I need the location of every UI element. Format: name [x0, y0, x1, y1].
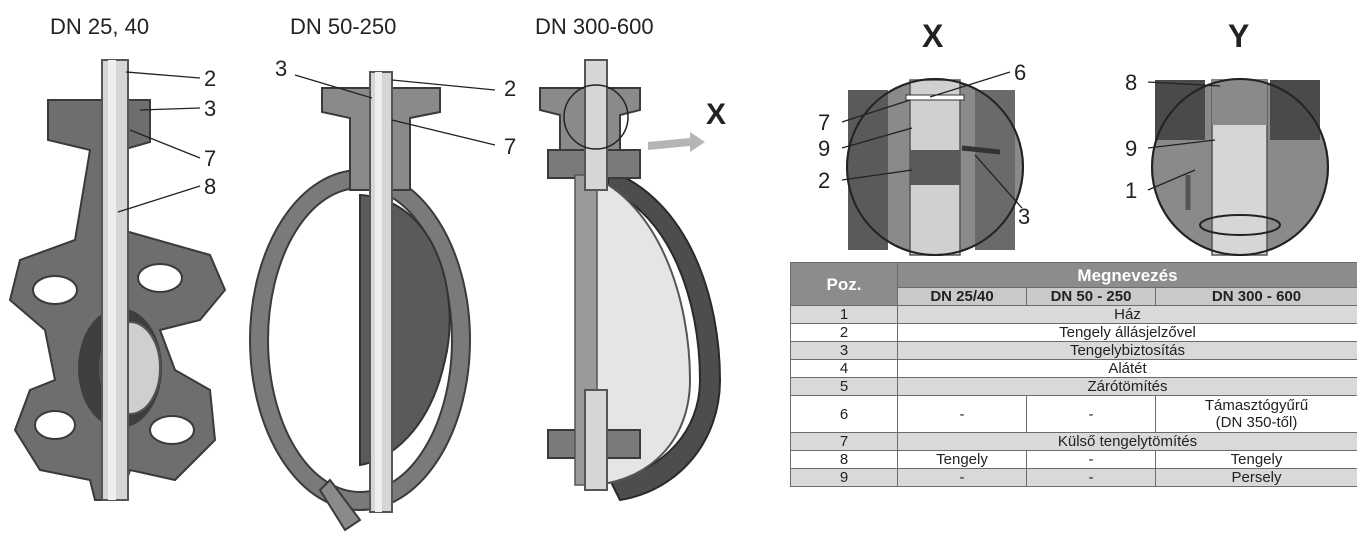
row-text: Tengelybiztosítás — [897, 341, 1357, 360]
row-pos: 9 — [790, 468, 898, 487]
callout-x-7: 7 — [818, 110, 831, 135]
row-pos: 3 — [790, 341, 898, 360]
row-pos: 8 — [790, 450, 898, 469]
table-row: 7 Külső tengelytömítés — [790, 432, 1357, 451]
row-text: Zárótömítés — [897, 377, 1357, 396]
detail-x-title: X — [922, 18, 944, 54]
row-text: Alátét — [897, 359, 1357, 378]
row-c1: - — [897, 395, 1027, 433]
row-pos: 1 — [790, 305, 898, 324]
row-pos: 6 — [790, 395, 898, 433]
row-c2: - — [1026, 450, 1156, 469]
table-row: 3 Tengelybiztosítás — [790, 341, 1357, 360]
callout-fig3-x: X — [706, 98, 727, 131]
valve-body-small — [8, 59, 227, 501]
callout-fig2-7: 7 — [504, 134, 517, 159]
callout-y-9: 9 — [1125, 136, 1138, 161]
row-c3: Persely — [1155, 468, 1357, 487]
row-pos: 5 — [790, 377, 898, 396]
row-c3-line2: (DN 350-től) — [1215, 414, 1298, 431]
header-pos: Poz. — [790, 262, 898, 306]
table-row: 6 - - Támasztógyűrű(DN 350-től) — [790, 395, 1357, 433]
callout-x-2: 2 — [818, 168, 831, 193]
table-row: 1 Ház — [790, 305, 1357, 324]
table-row: 5 Zárótömítés — [790, 377, 1357, 396]
row-c2: - — [1026, 395, 1156, 433]
figure-title-dn-small: DN 25, 40 — [50, 14, 150, 39]
detail-x-circle — [846, 78, 1024, 256]
row-c3-line1: Támasztógyűrű — [1204, 397, 1309, 414]
row-c1: Tengely — [897, 450, 1027, 469]
header-name: Megnevezés — [897, 262, 1357, 288]
row-pos: 4 — [790, 359, 898, 378]
callout-fig1-7: 7 — [204, 146, 217, 171]
row-pos: 2 — [790, 323, 898, 342]
callout-fig1-3: 3 — [204, 96, 217, 121]
callout-x-3: 3 — [1018, 204, 1031, 229]
callout-x-6: 6 — [1014, 60, 1027, 85]
callout-fig1-8: 8 — [204, 174, 217, 199]
row-text: Külső tengelytömítés — [897, 432, 1357, 451]
row-text: Tengely állásjelzővel — [897, 323, 1357, 342]
table-row: 9 - - Persely — [790, 468, 1357, 487]
callout-fig2-2: 2 — [504, 76, 517, 101]
valve-body-medium — [249, 71, 471, 532]
subheader-dn50: DN 50 - 250 — [1026, 287, 1156, 306]
figure-title-dn-medium: DN 50-250 — [290, 14, 397, 39]
row-pos: 7 — [790, 432, 898, 451]
row-c3: Tengely — [1155, 450, 1357, 469]
callout-fig2-3: 3 — [275, 56, 288, 81]
callout-fig1-2: 2 — [204, 66, 217, 91]
row-c2: - — [1026, 468, 1156, 487]
parts-table: Poz. Megnevezés DN 25/40 DN 50 - 250 DN … — [790, 262, 1357, 487]
table-row: 2 Tengely állásjelzővel — [790, 323, 1357, 342]
row-c1: - — [897, 468, 1027, 487]
callout-x-9: 9 — [818, 136, 831, 161]
table-row: 8 Tengely - Tengely — [790, 450, 1357, 469]
callout-y-8: 8 — [1125, 70, 1138, 95]
valve-body-large — [539, 59, 722, 502]
detail-y-circle — [1151, 78, 1329, 256]
table-row: 4 Alátét — [790, 359, 1357, 378]
subheader-dn25: DN 25/40 — [897, 287, 1027, 306]
figure-title-dn-large: DN 300-600 — [535, 14, 654, 39]
detail-y-title: Y — [1228, 18, 1250, 54]
subheader-dn300: DN 300 - 600 — [1155, 287, 1357, 306]
callout-y-1: 1 — [1125, 178, 1138, 203]
row-c3: Támasztógyűrű(DN 350-től) — [1155, 395, 1357, 433]
row-text: Ház — [897, 305, 1357, 324]
